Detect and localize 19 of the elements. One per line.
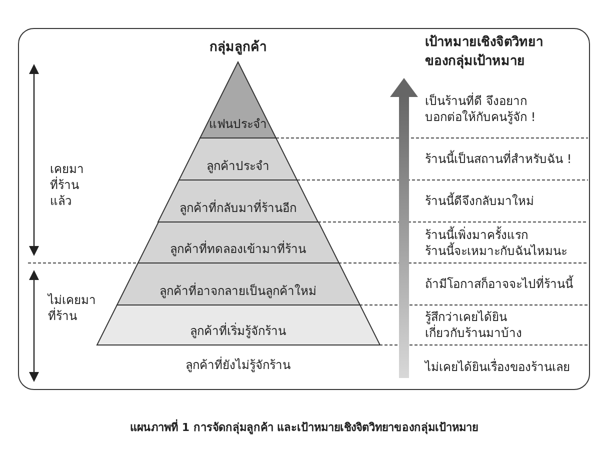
goal-text: ไม่เคยได้ยินเรื่องของร้านเลย (425, 358, 570, 374)
goal-text: ถ้ามีโอกาสก็อาจจะไปที่ร้านนี้ (425, 276, 573, 292)
goal-text: ร้านนี้เป็นสถานที่สำหรับฉัน ! (425, 151, 572, 167)
level-label: แฟนประจำ (209, 117, 267, 132)
level-label: ลูกค้าที่ยังไม่รู้จักร้าน (186, 357, 290, 373)
level-label: ลูกค้าที่กลับมาที่ร้านอีก (180, 201, 296, 216)
level-label: ลูกค้าที่ทดลองเข้ามาที่ร้าน (170, 242, 306, 257)
level-label: ลูกค้าประจำ (206, 159, 270, 174)
column-heading: กลุ่มลูกค้า (210, 38, 266, 57)
group-label: ไม่เคยมาที่ร้าน (48, 292, 96, 324)
level-label: ลูกค้าที่อาจกลายเป็นลูกค้าใหม่ (160, 284, 316, 299)
group-label: เคยมาที่ร้านแล้ว (50, 161, 85, 209)
goal-text: เป็นร้านที่ดี จึงอยากบอกต่อให้กับคนรู้จัก ! (425, 93, 537, 125)
caption: แผนภาพที่ 1 การจัดกลุ่มลูกค้า และเป้าหมายเชิงจิตวิทยาของกลุ่มเป้าหมาย (130, 420, 478, 435)
goal-text: ร้านนี้ดีจึงกลับมาใหม่ (425, 193, 534, 209)
column-heading: เป้าหมายเชิงจิตวิทยาของกลุ่มเป้าหมาย (425, 34, 544, 71)
goal-text: ร้านนี้เพิ่งมาครั้งแรก ร้านนี้จะเหมาะกับฉันไหมนะ (425, 226, 567, 258)
level-label: ลูกค้าที่เริ่มรู้จักร้าน (190, 324, 286, 339)
goal-text: รู้สึกว่าเคยได้ยินเกี่ยวกับร้านมาบ้าง (425, 309, 523, 341)
